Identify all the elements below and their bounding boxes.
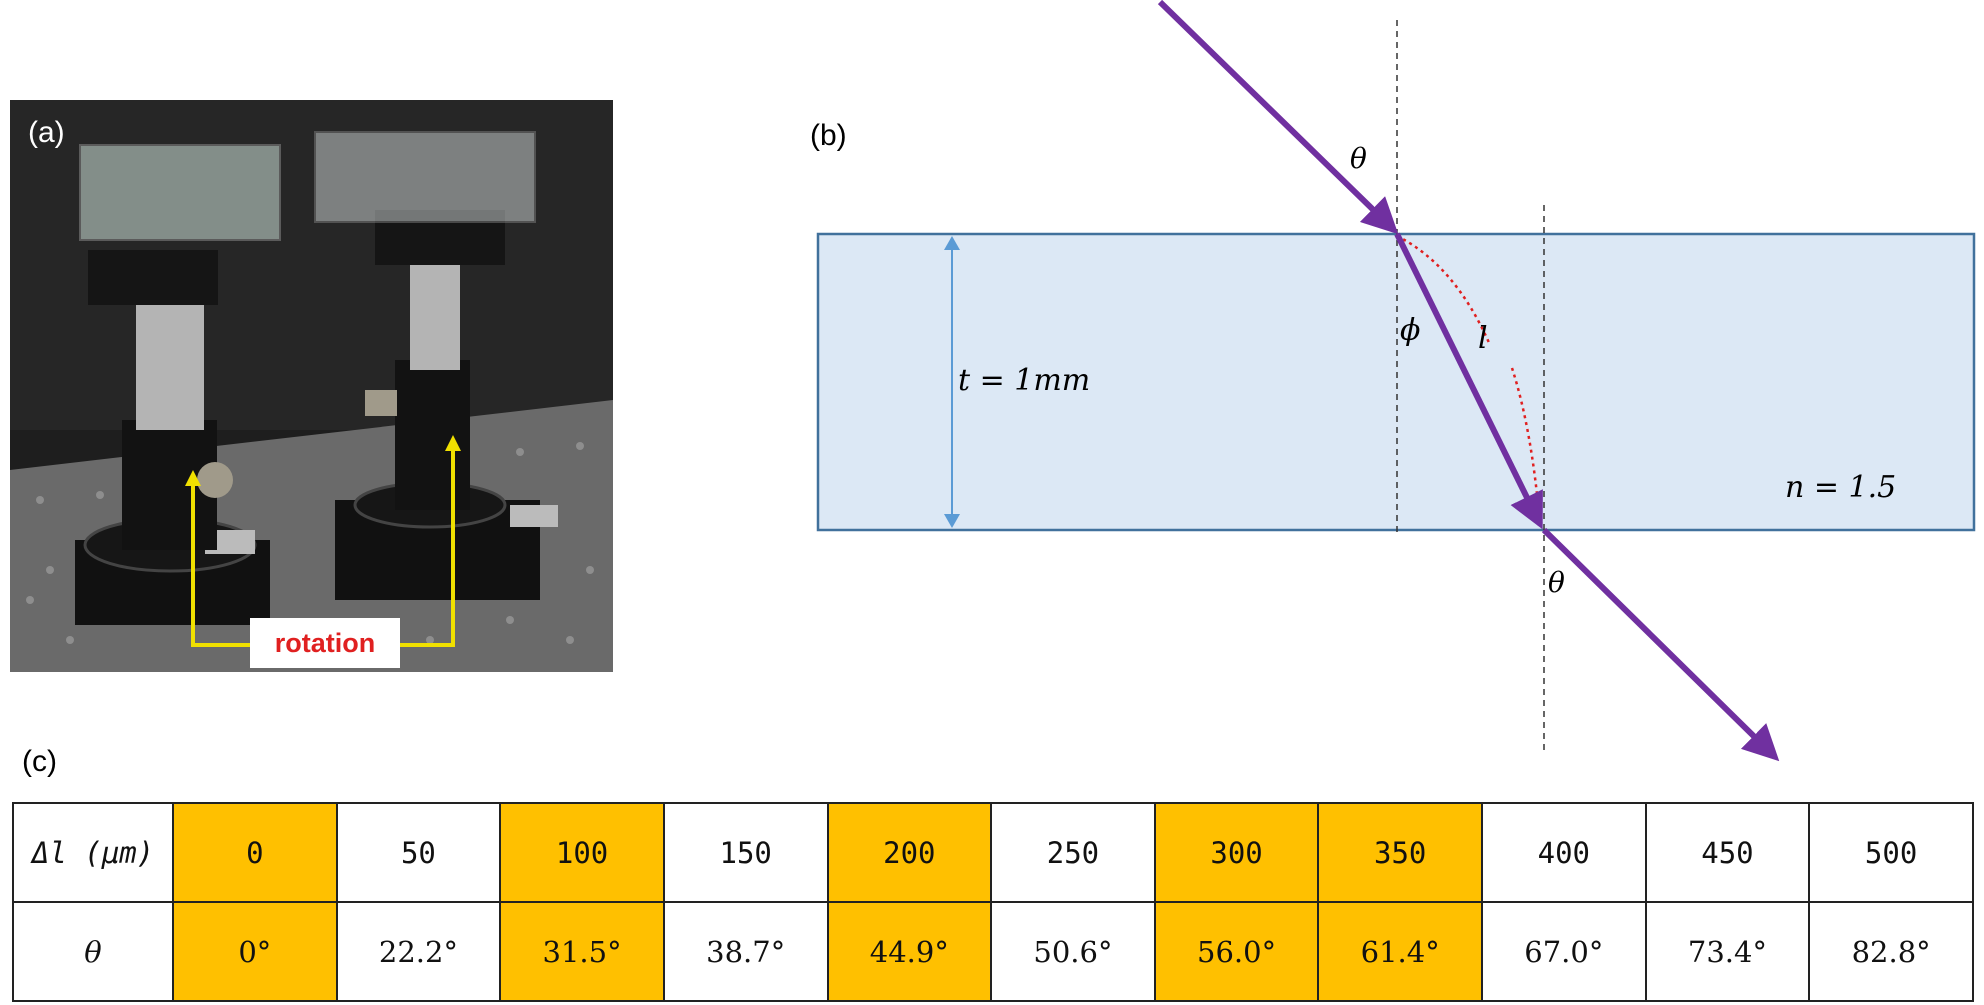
refractive-index-label: n = 1.5: [1785, 470, 1896, 505]
angle-cell: 67.0°: [1481, 901, 1647, 1002]
exit-ray: [1541, 527, 1780, 762]
glass-slab: [816, 232, 1976, 532]
path-difference-cell: 100: [499, 802, 665, 903]
rotation-label: rotation: [275, 628, 376, 658]
rotation-arrows: [191, 445, 455, 647]
angle-cell: 61.4°: [1317, 901, 1483, 1002]
rotation-arrowhead-left: [185, 470, 201, 486]
theta-in-label: θ: [1350, 142, 1367, 175]
angle-cell: 22.2°: [335, 901, 502, 1002]
optical-mount-photo: rotation (a): [10, 100, 613, 672]
panel-c-label: (c): [22, 745, 57, 778]
angle-row: θ 0°22.2°31.5°38.7°44.9°50.6°56.0°61.4°6…: [12, 901, 1974, 1002]
path-arc-upper: [1396, 234, 1492, 346]
angle-cell: 31.5°: [499, 901, 665, 1002]
path-difference-cell: 500: [1808, 802, 1974, 903]
refracted-ray: [1394, 232, 1543, 530]
path-difference-cell: 250: [990, 802, 1156, 903]
thickness-arrowhead-top: [944, 236, 960, 250]
phi-label: ϕ: [1400, 313, 1420, 348]
thickness-label: t = 1mm: [958, 363, 1090, 398]
path-difference-cell: 400: [1481, 802, 1647, 903]
thickness-arrowhead-bottom: [944, 514, 960, 528]
rotation-label-box: [250, 618, 400, 668]
angle-cell: 44.9°: [826, 901, 993, 1002]
angle-cell: 50.6°: [990, 901, 1156, 1002]
angle-cell: 56.0°: [1153, 901, 1320, 1002]
path-difference-cell: 450: [1644, 802, 1811, 903]
path-difference-cell: 300: [1153, 802, 1320, 903]
left-mount: [75, 144, 281, 625]
right-mount: [314, 131, 558, 600]
angle-cell: 82.8°: [1808, 901, 1974, 1002]
angle-cell: 38.7°: [662, 901, 829, 1002]
theta-out-label: θ: [1548, 566, 1565, 599]
panel-b-label: (b): [810, 119, 847, 152]
angle-cell: 0°: [172, 901, 338, 1002]
angle-cell: 73.4°: [1644, 901, 1811, 1002]
path-difference-cell: 350: [1317, 802, 1483, 903]
path-difference-cell: 50: [335, 802, 502, 903]
path-difference-cell: 200: [826, 802, 993, 903]
refraction-diagram: (b) θ ϕ l t = 1mm n = 1.5 θ: [810, 0, 1976, 762]
path-difference-cell: 0: [172, 802, 338, 903]
row-header-angle: θ: [12, 901, 174, 1002]
rotation-arrowhead-right: [445, 435, 461, 451]
glass-plate-right: [314, 131, 536, 223]
glass-plate-left: [79, 144, 281, 241]
path-arc-lower: [1510, 367, 1542, 526]
path-difference-cell: 150: [662, 802, 829, 903]
incident-ray: [1157, 0, 1399, 235]
path-length-label: l: [1478, 321, 1488, 356]
row-header-path-difference: Δl (μm): [12, 802, 174, 903]
panel-a-label: (a): [28, 116, 65, 149]
